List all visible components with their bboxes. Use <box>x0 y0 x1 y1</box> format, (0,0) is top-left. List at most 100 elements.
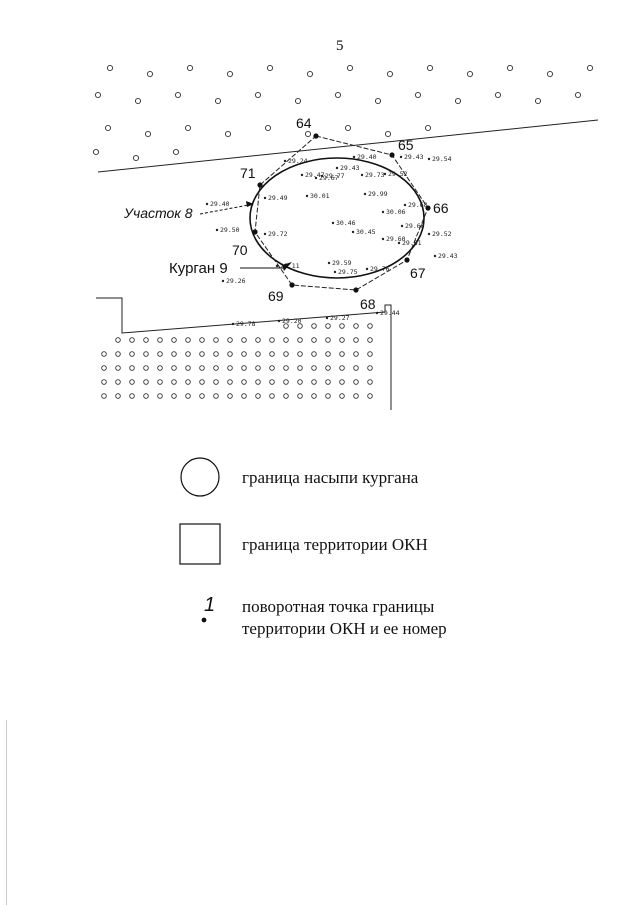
elevation-dot <box>283 159 287 163</box>
hatch-circle <box>185 365 191 371</box>
hatch-circle <box>144 130 152 138</box>
hatch-circle <box>353 379 359 385</box>
hatch-circle <box>157 379 163 385</box>
hatch-circle <box>546 70 554 78</box>
hatch-circle <box>241 337 247 343</box>
hatch-circle <box>185 337 191 343</box>
hatch-circle <box>115 365 121 371</box>
hatch-circle <box>115 351 121 357</box>
hatch-circle <box>199 393 205 399</box>
hatch-circle <box>172 148 180 156</box>
hatch-circle <box>454 97 462 105</box>
elevation-value: 29.76 <box>370 265 390 273</box>
hatch-circle <box>297 365 303 371</box>
hatch-circle <box>171 393 177 399</box>
hatch-circle <box>269 351 275 357</box>
scan-margin-line <box>6 720 7 905</box>
hatch-circle <box>384 130 392 138</box>
elevation-dot <box>433 254 437 258</box>
elevation-dot <box>327 261 331 265</box>
legend-territory-text: граница территории ОКН <box>242 535 428 554</box>
hatch-circle <box>157 365 163 371</box>
hatch-circle <box>106 64 114 72</box>
hatch-circle <box>199 379 205 385</box>
hatch-circle <box>353 323 359 329</box>
elevation-dot <box>427 157 431 161</box>
elevation-dot <box>205 202 209 206</box>
plot-label: Участок 8 <box>123 205 193 221</box>
hatch-circle <box>367 393 373 399</box>
hatch-circle <box>224 130 232 138</box>
hatch-circle <box>129 365 135 371</box>
elevation-dot <box>325 316 329 320</box>
territory-fill-top <box>92 64 594 162</box>
hatch-circle <box>367 323 373 329</box>
hatch-circle <box>269 337 275 343</box>
hatch-circle <box>213 351 219 357</box>
hatch-circle <box>134 97 142 105</box>
hatch-circle <box>174 91 182 99</box>
hatch-circle <box>283 351 289 357</box>
hatch-circle <box>424 124 432 132</box>
hatch-circle <box>129 393 135 399</box>
hatch-circle <box>367 337 373 343</box>
circle-symbol-icon <box>180 457 220 497</box>
hatch-circle <box>226 70 234 78</box>
point-label-67: 67 <box>410 265 426 281</box>
hatch-circle <box>101 351 107 357</box>
hatch-circle <box>353 393 359 399</box>
kurgan-label: Курган 9 <box>169 260 228 277</box>
elevation-dot <box>399 155 403 159</box>
elevation-value: 29.75 <box>338 268 358 276</box>
elevation-dot <box>351 230 355 234</box>
hatch-circle <box>171 351 177 357</box>
mound-boundary <box>249 157 425 279</box>
hatch-circle <box>339 351 345 357</box>
kurgan-leader-arrow <box>282 262 292 271</box>
hatch-circle <box>185 379 191 385</box>
elevation-value: 29.20 <box>282 317 302 325</box>
elevation-dot <box>352 155 356 159</box>
hatch-circle <box>297 323 303 329</box>
hatch-circle <box>199 365 205 371</box>
elevation-dot <box>363 192 367 196</box>
hatch-circle <box>297 337 303 343</box>
elevation-value: 29.68 <box>408 201 428 209</box>
hatch-circle <box>269 379 275 385</box>
plot-leader <box>199 203 255 215</box>
elevation-value: 30.06 <box>386 208 406 216</box>
elevation-value: 29.43 <box>438 252 458 260</box>
turn-point-71 <box>257 182 263 188</box>
hatch-circle <box>353 351 359 357</box>
elevation-value: 29.54 <box>432 155 452 163</box>
elevation-dot <box>381 210 385 214</box>
hatch-circle <box>213 365 219 371</box>
elevation-dot <box>360 173 364 177</box>
hatch-circle <box>227 337 233 343</box>
hatch-circle <box>283 323 289 329</box>
hatch-circle <box>494 91 502 99</box>
elevation-value: 29.44 <box>380 309 400 317</box>
hatch-circle <box>115 393 121 399</box>
territory-boundary <box>254 135 429 291</box>
hatch-circle <box>506 64 514 72</box>
hatch-circle <box>214 97 222 105</box>
hatch-circle <box>129 337 135 343</box>
hatch-circle <box>325 379 331 385</box>
hatch-circle <box>325 351 331 357</box>
hatch-circle <box>227 393 233 399</box>
turn-points <box>252 133 431 293</box>
hatch-circle <box>254 91 262 99</box>
hatch-circle <box>92 148 100 156</box>
hatch-circle <box>339 337 345 343</box>
elevation-value: 29.26 <box>226 277 246 285</box>
hatch-circle <box>297 379 303 385</box>
hatch-circle <box>344 124 352 132</box>
hatch-circle <box>304 130 312 138</box>
hatch-circle <box>346 64 354 72</box>
point-label-65: 65 <box>398 137 414 153</box>
hatch-circle <box>283 393 289 399</box>
hatch-circle <box>101 393 107 399</box>
hatch-circle <box>311 365 317 371</box>
